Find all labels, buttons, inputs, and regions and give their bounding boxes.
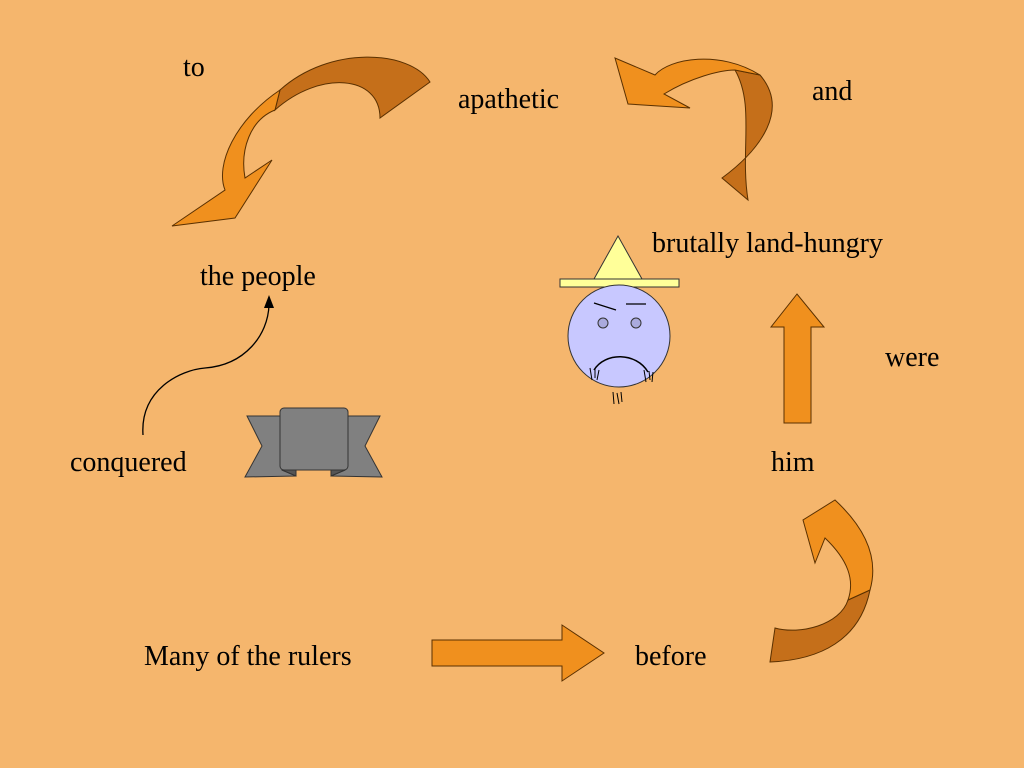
word-him: him <box>771 447 815 478</box>
block-arrow-up <box>769 293 826 424</box>
word-to: to <box>183 52 205 83</box>
word-many-of-the-rulers: Many of the rulers <box>144 641 352 672</box>
word-apathetic: apathetic <box>458 84 560 115</box>
word-and: and <box>812 76 853 107</box>
curved-arrow-before-to-him <box>769 499 874 663</box>
word-were: were <box>885 342 940 373</box>
word-conquered: conquered <box>70 447 187 478</box>
word-the-people: the people <box>200 261 316 292</box>
word-brutally-land-hungry: brutally land-hungry <box>652 228 883 259</box>
scroll-banner-icon <box>244 407 383 478</box>
curved-arrow-apathetic-to-people <box>171 56 431 227</box>
thin-curve-arrow <box>142 295 274 436</box>
block-arrow-right <box>431 624 605 682</box>
frowning-face-icon <box>567 284 671 405</box>
word-before: before <box>635 641 707 672</box>
thin-arrow-head <box>264 295 274 308</box>
curved-arrow-brutally-to-apathetic <box>614 57 773 202</box>
